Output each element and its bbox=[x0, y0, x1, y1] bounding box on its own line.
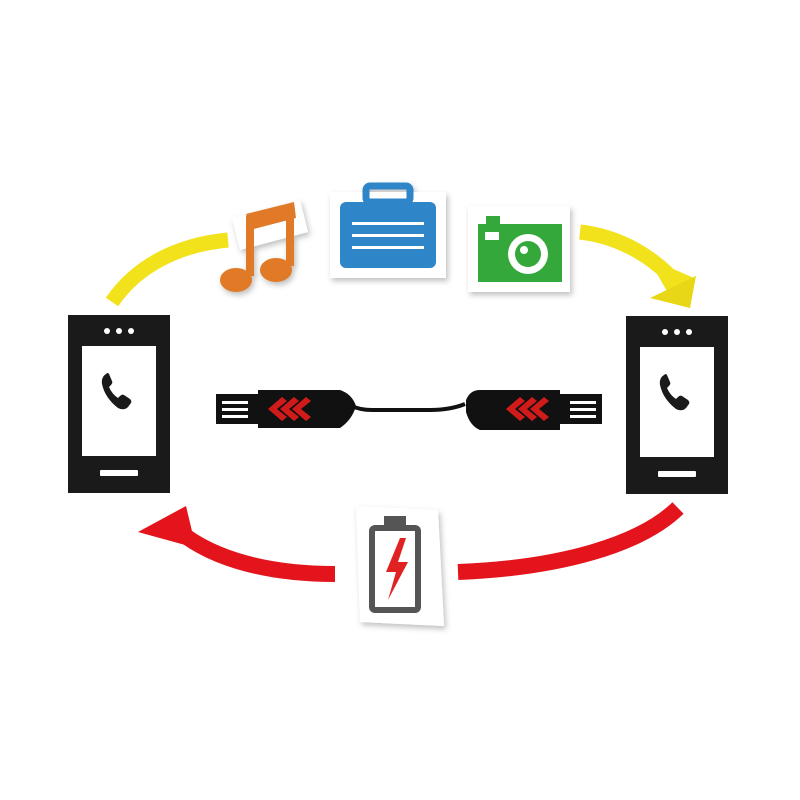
right-usb-connector bbox=[466, 390, 602, 430]
right-smartphone bbox=[626, 316, 728, 494]
left-smartphone bbox=[68, 315, 170, 493]
usb-cable-icon bbox=[216, 390, 602, 430]
camera-icon bbox=[468, 206, 570, 292]
briefcase-icon bbox=[330, 182, 446, 278]
arrowhead-left-icon bbox=[138, 506, 196, 548]
battery-charging-icon bbox=[356, 506, 444, 626]
data-transfer-arrow bbox=[105, 224, 696, 308]
charging-arrow bbox=[138, 502, 684, 582]
phone-handset-icon bbox=[659, 374, 690, 411]
phone-handset-icon bbox=[101, 373, 132, 410]
left-usb-connector bbox=[216, 390, 356, 428]
music-note-icon bbox=[220, 200, 308, 292]
